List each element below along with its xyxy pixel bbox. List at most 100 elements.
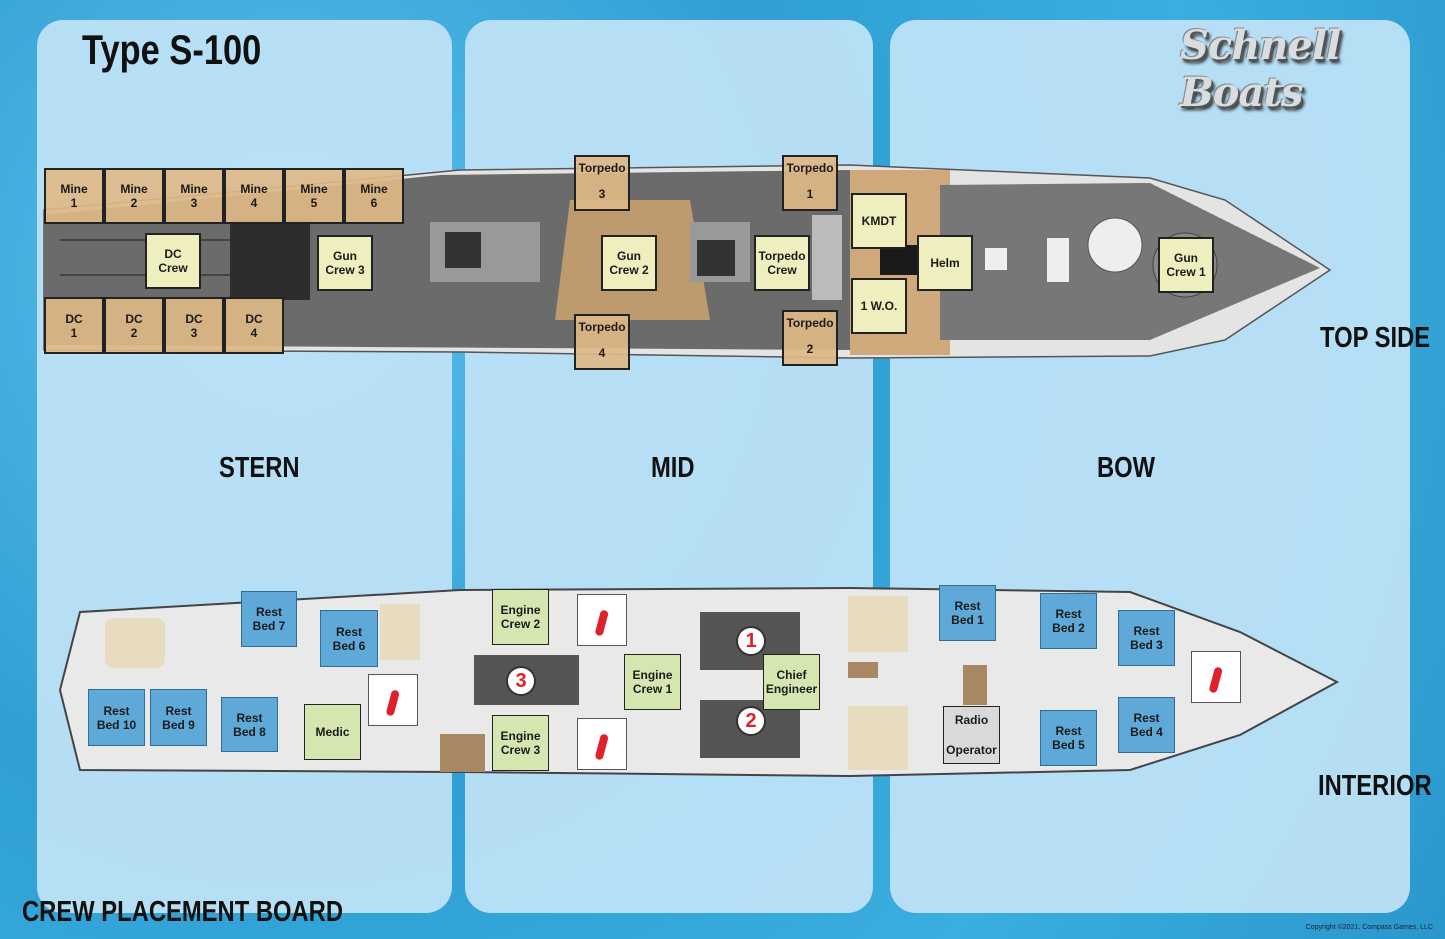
dc-label: DC (65, 311, 83, 326)
bed-label: Rest (103, 703, 130, 718)
fire-extinguisher-icon (577, 718, 627, 770)
torpedo-slot-1[interactable]: Torpedo 1 (782, 155, 838, 211)
station-label: Crew 3 (500, 743, 541, 757)
station-label: Engine (632, 668, 673, 682)
bed-label: Rest (1133, 711, 1160, 725)
bed-number: Bed 1 (951, 613, 984, 627)
station-label: Helm (930, 256, 960, 270)
mine-label: Mine (360, 182, 388, 196)
mine-label: Mine (120, 182, 148, 196)
torpedo-number: 3 (598, 187, 606, 201)
bed-number: Bed 4 (1130, 725, 1163, 739)
bed-number: Bed 7 (252, 619, 286, 633)
bow-label: BOW (1097, 452, 1156, 484)
top-side-label: TOP SIDE (1320, 322, 1431, 354)
dc-number: 2 (130, 325, 138, 340)
bed-number: Bed 6 (332, 638, 366, 653)
mine-number: 2 (130, 196, 138, 210)
game-logo: Schnell Boats (1180, 22, 1341, 116)
dc-label: DC (245, 311, 263, 326)
station-label: Engine (500, 729, 541, 743)
dc-label: DC (185, 311, 203, 326)
dc-label: DC (125, 311, 143, 326)
mid-label: MID (651, 452, 695, 484)
station-label: Gun (1174, 251, 1198, 265)
mine-number: 1 (70, 196, 78, 210)
station-label: KMDT (861, 214, 897, 228)
station-label: Engine (500, 603, 541, 617)
station-label: Crew (158, 261, 188, 275)
ship-title: Type S-100 (82, 26, 262, 73)
bed-label: Rest (1055, 607, 1082, 621)
station-label: Chief (776, 668, 807, 682)
engine-marker-2: 2 (736, 706, 766, 736)
station-label: Engineer (765, 682, 818, 696)
mine-number: 5 (310, 196, 318, 210)
bed-label: Rest (255, 605, 282, 619)
station-label: Crew 2 (609, 263, 649, 277)
bed-number: Bed 3 (1130, 638, 1163, 652)
kmdt-station[interactable]: KMDT (851, 193, 907, 249)
bed-label: Rest (335, 624, 362, 639)
dc-number: 1 (70, 325, 78, 340)
station-label: Gun (617, 249, 641, 263)
torpedo-number: 1 (806, 187, 814, 201)
bed-number: Bed 9 (162, 717, 195, 732)
station-label: Medic (315, 725, 350, 739)
bed-label: Rest (1133, 624, 1160, 638)
bed-label: Rest (954, 599, 981, 613)
station-label: Crew 2 (500, 617, 541, 631)
mine-label: Mine (180, 182, 208, 196)
fire-extinguisher-icon (1191, 651, 1241, 703)
fire-extinguisher-icon (577, 594, 627, 646)
torpedo-label: Torpedo (786, 161, 834, 175)
helm-station[interactable]: Helm (917, 235, 973, 291)
station-label: Crew (767, 263, 797, 277)
station-label: Crew 1 (632, 682, 673, 696)
station-label: Crew 3 (325, 263, 365, 277)
station-label: Radio (954, 713, 989, 727)
wo-station[interactable]: 1 W.O. (851, 278, 907, 334)
mine-number: 4 (250, 196, 258, 210)
torpedo-number: 4 (598, 346, 606, 360)
interior-label: INTERIOR (1318, 770, 1432, 802)
station-label: Torpedo (758, 249, 806, 263)
medic-station[interactable]: Medic (304, 704, 361, 760)
station-label: 1 W.O. (860, 299, 898, 313)
mine-number: 3 (190, 196, 198, 210)
